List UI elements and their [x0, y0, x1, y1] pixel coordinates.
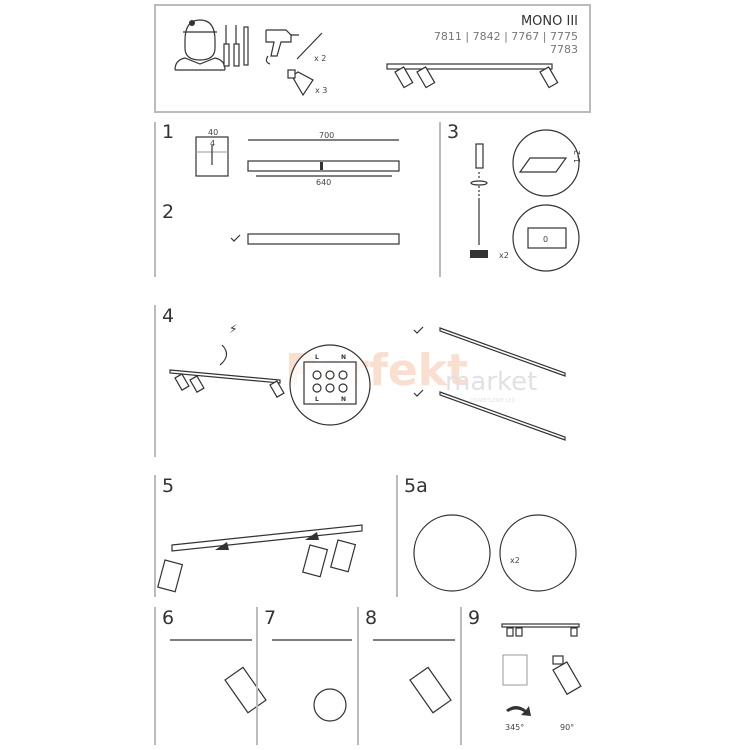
steps-s1-dim-holes: 640: [316, 178, 331, 187]
header-tools-anchor-count: x 2: [314, 54, 326, 63]
checkmark-icon: [413, 389, 424, 397]
product-codes-2: 7783: [550, 43, 578, 56]
steps-s4-terminal-l: L: [315, 396, 319, 403]
step-4-number: 4: [162, 305, 174, 327]
steps-s4-terminal-l: L: [315, 354, 319, 361]
fixture-wiring: [169, 369, 285, 398]
screw-and-anchor-icon: [470, 143, 488, 258]
power-cable: [219, 344, 228, 366]
step-7-number: 7: [264, 607, 276, 629]
gu10-bulb-icon: [287, 69, 314, 97]
steps-s1-dim-slot: 4: [210, 139, 215, 148]
steps-s3-plate-label: 0: [543, 235, 548, 244]
step-2-number: 2: [162, 201, 174, 223]
gap-detail-circle: [512, 129, 580, 197]
steps-s5a-rotate-count: x2: [510, 556, 520, 565]
rotation-vertical: 90°: [560, 723, 574, 732]
fixture-option-1: [439, 327, 566, 377]
step-5-number: 5: [162, 475, 174, 497]
step-5a-number: 5a: [404, 475, 428, 497]
fixture-rotation-diagram: [501, 623, 582, 716]
spot-head-6: [170, 639, 267, 714]
steps-s3-gap: 1-2: [573, 150, 582, 163]
step-3-number: 3: [447, 121, 459, 143]
step-8-number: 8: [365, 607, 377, 629]
step-9-number: 9: [468, 607, 480, 629]
terminal-block: [303, 361, 357, 405]
steps-s4-terminal-n: N: [341, 396, 346, 403]
checkmark-icon: [413, 326, 424, 334]
screwdrivers-icon: [223, 25, 249, 67]
fixture-option-2: [439, 391, 566, 441]
watermark-brand2: market: [445, 367, 537, 397]
drill-icon: [265, 29, 299, 65]
steps-s1-dim-total: 700: [319, 131, 334, 140]
step-6-number: 6: [162, 607, 174, 629]
steps-s4-terminal-n: N: [341, 354, 346, 361]
fixture-illustration: [386, 63, 559, 89]
fixture-attach: [157, 524, 363, 593]
steps-s3-screw-count: x2: [499, 251, 509, 260]
header-box: x 2 x 3 MONO III 7811 | 7842 | 7767 | 77…: [154, 4, 591, 113]
rotation-horizontal: 345°: [505, 723, 524, 732]
watermark-tagline: OŚWIETLENIE LED: [470, 397, 516, 404]
product-codes: 7811 | 7842 | 7767 | 7775: [434, 30, 578, 43]
mounting-bracket-detail: [195, 136, 229, 177]
power-icon: ⚡: [229, 322, 237, 336]
checkmark-icon: [230, 234, 241, 242]
wall-anchor-icon: [296, 32, 323, 60]
bulb-insert-7: [272, 639, 352, 722]
electrician-icon: [174, 19, 226, 71]
step-1-number: 1: [162, 121, 174, 143]
spot-head-8: [373, 639, 455, 714]
steps-s1-dim-mount-width: 40: [208, 128, 218, 137]
detail-circle-2: [499, 514, 577, 592]
rail-dimension-drawing: [247, 139, 400, 177]
rail-mounted: [247, 233, 400, 245]
header-tools-bulb-count: x 3: [315, 86, 327, 95]
product-name: MONO III: [521, 14, 578, 29]
detail-circle-1: [413, 514, 491, 592]
